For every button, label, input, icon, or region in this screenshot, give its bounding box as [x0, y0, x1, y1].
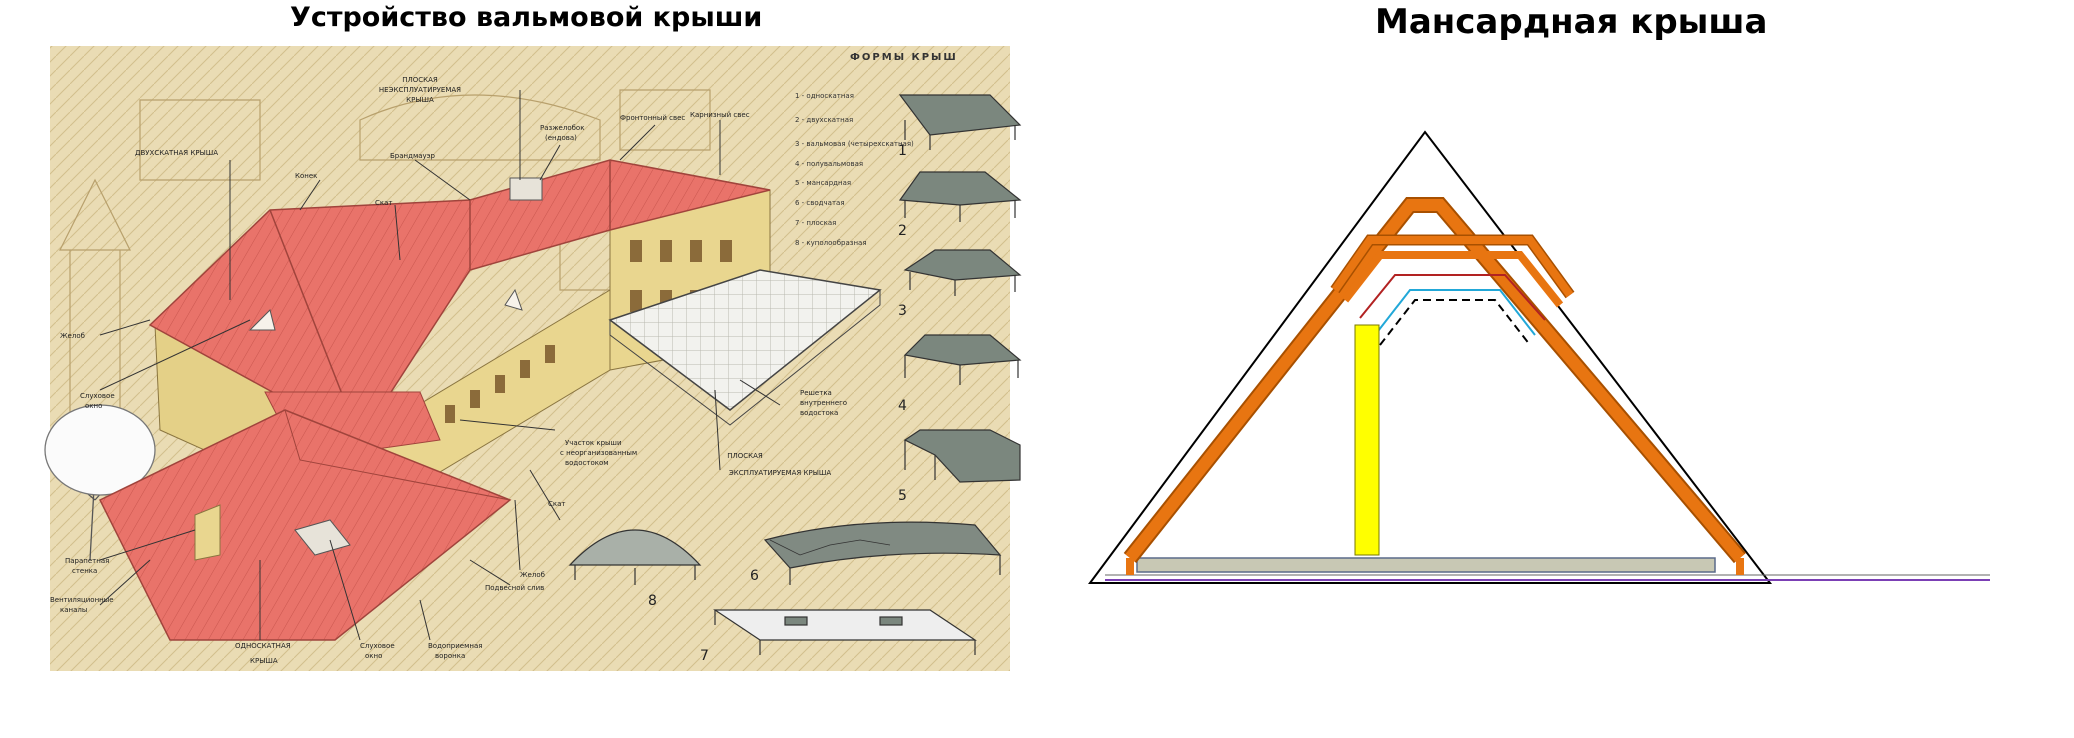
- label-vent-channels-2: каналы: [60, 606, 87, 614]
- label-grate-2: внутреннего: [800, 399, 847, 407]
- label-flat-exploit-1: ПЛОСКАЯ: [727, 452, 763, 460]
- leader-lines: [99, 90, 781, 641]
- inner-finish: [1379, 299, 1531, 346]
- label-water-funnel-1: Водоприемная: [428, 642, 482, 650]
- vapor-barrier: [1359, 274, 1546, 321]
- label-eave-overhang: Карнизный свес: [690, 111, 750, 119]
- roof-form-thumbnails: [568, 94, 1022, 655]
- form-num-2: 2: [898, 223, 907, 239]
- form-shape-3: [903, 249, 1022, 281]
- label-unorganized-1: Участок крыши: [565, 439, 622, 447]
- label-gutter: Желоб: [60, 332, 85, 340]
- form-shape-1: [898, 94, 1022, 136]
- hip-roof-illustration: ПЛОСКАЯ НЕЭКСПЛУАТИРУЕМАЯ КРЫША Фронтонн…: [44, 46, 1022, 671]
- floor-mineral-wool: [1136, 557, 1716, 573]
- mansard-roof-title: Мансардная крыша: [1375, 2, 1768, 42]
- form-item-3: 3 - вальмовая (четырехскатная): [795, 140, 914, 148]
- label-single-slope-1: ОДНОСКАТНАЯ: [235, 642, 291, 650]
- label-flat-exploit-2: ЭКСПЛУАТИРУЕМАЯ КРЫША: [729, 469, 832, 477]
- label-parapet-1: Парапетная: [65, 557, 109, 565]
- tree: [44, 404, 156, 561]
- form-item-6: 6 - сводчатая: [795, 199, 845, 207]
- form-num-3: 3: [898, 303, 907, 319]
- label-dormer-1: Слуховое: [80, 392, 115, 400]
- label-grate-1: Решетка: [800, 389, 832, 397]
- form-num-8: 8: [648, 593, 657, 609]
- form-shape-8: [568, 529, 702, 566]
- label-unorganized-3: водостоком: [565, 459, 609, 467]
- label-flat-nonexploit-2: НЕЭКСПЛУАТИРУЕМАЯ: [379, 86, 461, 94]
- form-num-7: 7: [700, 648, 709, 664]
- chimney: [509, 177, 543, 201]
- label-flat-nonexploit-3: КРЫША: [406, 96, 434, 104]
- label-ridge: Конек: [295, 172, 317, 180]
- label-parapet-2: стенка: [72, 567, 97, 575]
- label-gutter2: Желоб: [520, 571, 545, 579]
- form-num-5: 5: [898, 488, 907, 504]
- label-hanging-drain: Подвесной слив: [485, 584, 544, 592]
- form-item-2: 2 - двухскатная: [795, 116, 853, 124]
- label-frontal-overhang: Фронтонный свес: [620, 114, 685, 122]
- label-vent-channels-1: Вентиляционные: [50, 596, 114, 604]
- form-num-1: 1: [898, 143, 907, 159]
- label-water-funnel-2: воронка: [435, 652, 465, 660]
- label-brandmauer: Брандмауэр: [390, 152, 436, 160]
- label-razzhelobok-1: Разжелобок: [540, 124, 584, 132]
- form-shape-4: [903, 334, 1022, 366]
- roof-form-numbers: 1 2 3 4 5 6 7 8: [648, 143, 907, 664]
- outer-roof-triangle: [1088, 130, 1773, 584]
- form-item-7: 7 - плоская: [795, 219, 836, 227]
- label-dormer2-2: окно: [365, 652, 382, 660]
- hip-roof-title: Устройство вальмовой крыши: [290, 2, 763, 33]
- roof-forms-list: ФОРМЫ КРЫШ 1 - односкатная 2 - двухскатн…: [795, 52, 958, 247]
- label-slope2: Скат: [548, 500, 565, 508]
- form-num-4: 4: [898, 398, 907, 414]
- label-unorganized-2: с неорганизованным: [560, 449, 637, 457]
- label-slope: Скат: [375, 199, 392, 207]
- form-shape-7: [713, 609, 977, 641]
- label-flat-nonexploit-1: ПЛОСКАЯ: [402, 76, 438, 84]
- label-dormer2-1: Слуховое: [360, 642, 395, 650]
- label-razzhelobok-2: (ендова): [545, 134, 577, 142]
- single-slope-roof: [98, 409, 512, 641]
- outer-penoplex: [1125, 199, 1745, 562]
- form-num-6: 6: [750, 568, 759, 584]
- mansard-roof-diagram: [1088, 130, 1990, 584]
- label-grate-3: водостока: [800, 409, 838, 417]
- label-dormer-2: окно: [85, 402, 102, 410]
- left-wall-mineral: [1354, 324, 1380, 556]
- foil-layer: [1374, 289, 1536, 336]
- form-item-5: 5 - мансардная: [795, 179, 851, 187]
- form-shape-2: [898, 171, 1022, 206]
- hip-roof: [148, 159, 771, 441]
- form-item-4: 4 - полувальмовая: [795, 160, 863, 168]
- form-item-1: 1 - односкатная: [795, 92, 854, 100]
- forms-title: ФОРМЫ КРЫШ: [850, 52, 958, 63]
- ceiling-penoplex-1: [1331, 236, 1574, 298]
- label-gable-roof: ДВУХСКАТНАЯ КРЫША: [135, 149, 218, 157]
- label-single-slope-2: КРЫША: [250, 657, 278, 665]
- form-item-8: 8 - куполообразная: [795, 239, 867, 247]
- form-shape-5: [903, 429, 1021, 483]
